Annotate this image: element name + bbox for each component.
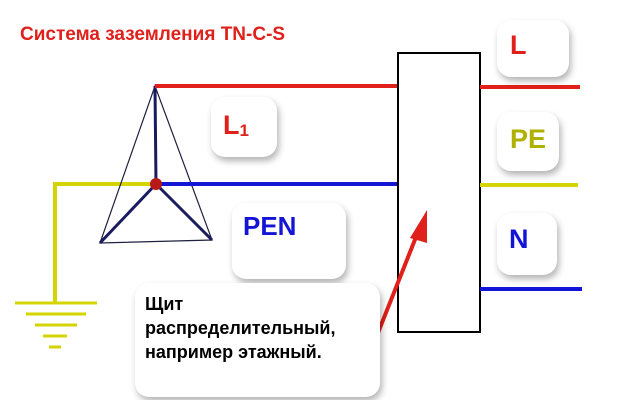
n-card	[497, 213, 557, 275]
note-card	[135, 283, 380, 397]
pe-label: PE	[510, 124, 547, 154]
distribution-panel	[397, 52, 481, 333]
pe-card	[497, 112, 559, 171]
diagram-title: Система заземления TN-C-S	[20, 24, 286, 45]
panel-note: Щит распределительный, например этажный.	[145, 292, 335, 364]
l-label: L	[510, 30, 527, 60]
note-line-3: например этажный.	[145, 342, 322, 362]
pen-card	[232, 203, 346, 279]
earth-symbol-icon	[15, 301, 97, 349]
l1-card	[211, 97, 277, 157]
ground-wire	[53, 182, 155, 303]
note-line-1: Щит	[145, 294, 184, 314]
l-card	[497, 20, 569, 77]
l1-label: L1	[223, 110, 249, 140]
pen-label: PEN	[243, 211, 297, 241]
note-line-2: распределительный,	[145, 318, 336, 338]
n-label: N	[509, 224, 529, 254]
transformer-delta	[99, 84, 213, 244]
transformer-star	[98, 85, 214, 245]
star-point	[150, 178, 162, 190]
